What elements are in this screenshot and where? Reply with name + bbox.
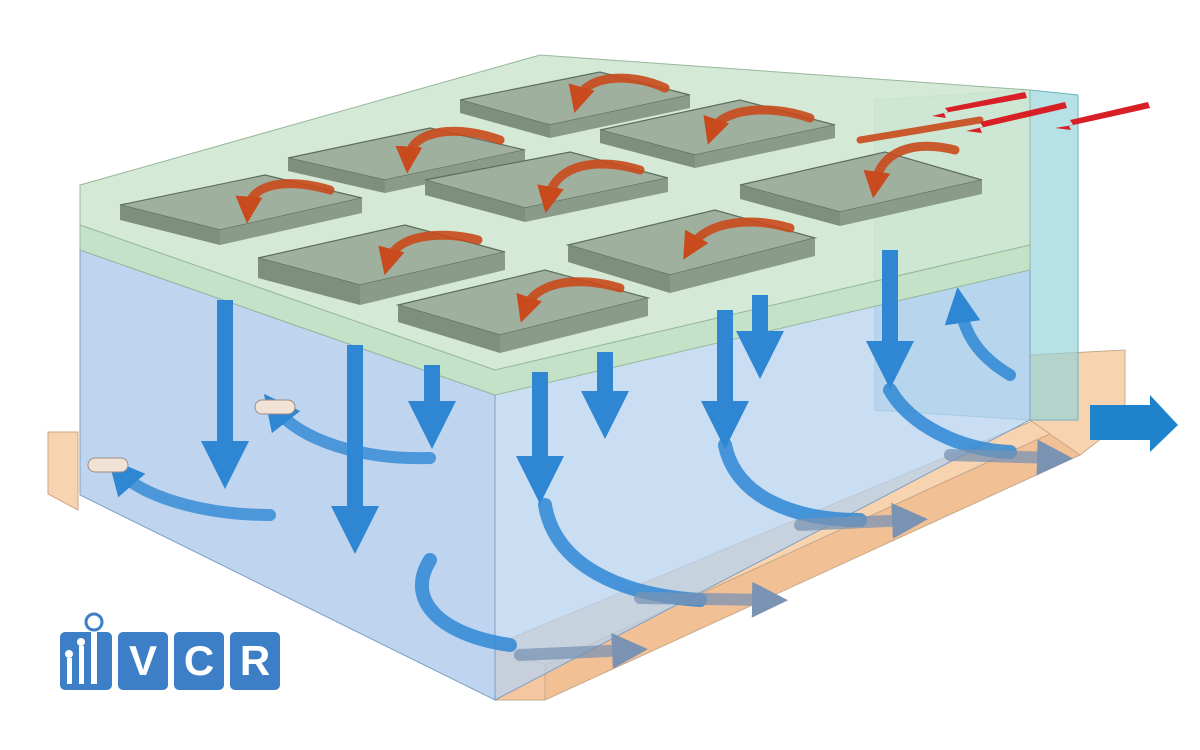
exhaust-arrow xyxy=(1090,395,1178,452)
return-flow-arrows xyxy=(108,287,1073,669)
downflow-arrows xyxy=(201,250,914,554)
logo-letter-c: C xyxy=(174,632,224,690)
logo-letter-r: R xyxy=(230,632,280,690)
logo-letter-v: V xyxy=(118,632,168,690)
filter-swirl-arrows xyxy=(235,73,984,323)
vcr-logo: V C R xyxy=(60,612,286,698)
logo-emblem-icon xyxy=(60,612,112,690)
filter-panel xyxy=(739,151,983,226)
supply-air-arrows xyxy=(932,92,1150,133)
return-grilles xyxy=(87,399,296,473)
